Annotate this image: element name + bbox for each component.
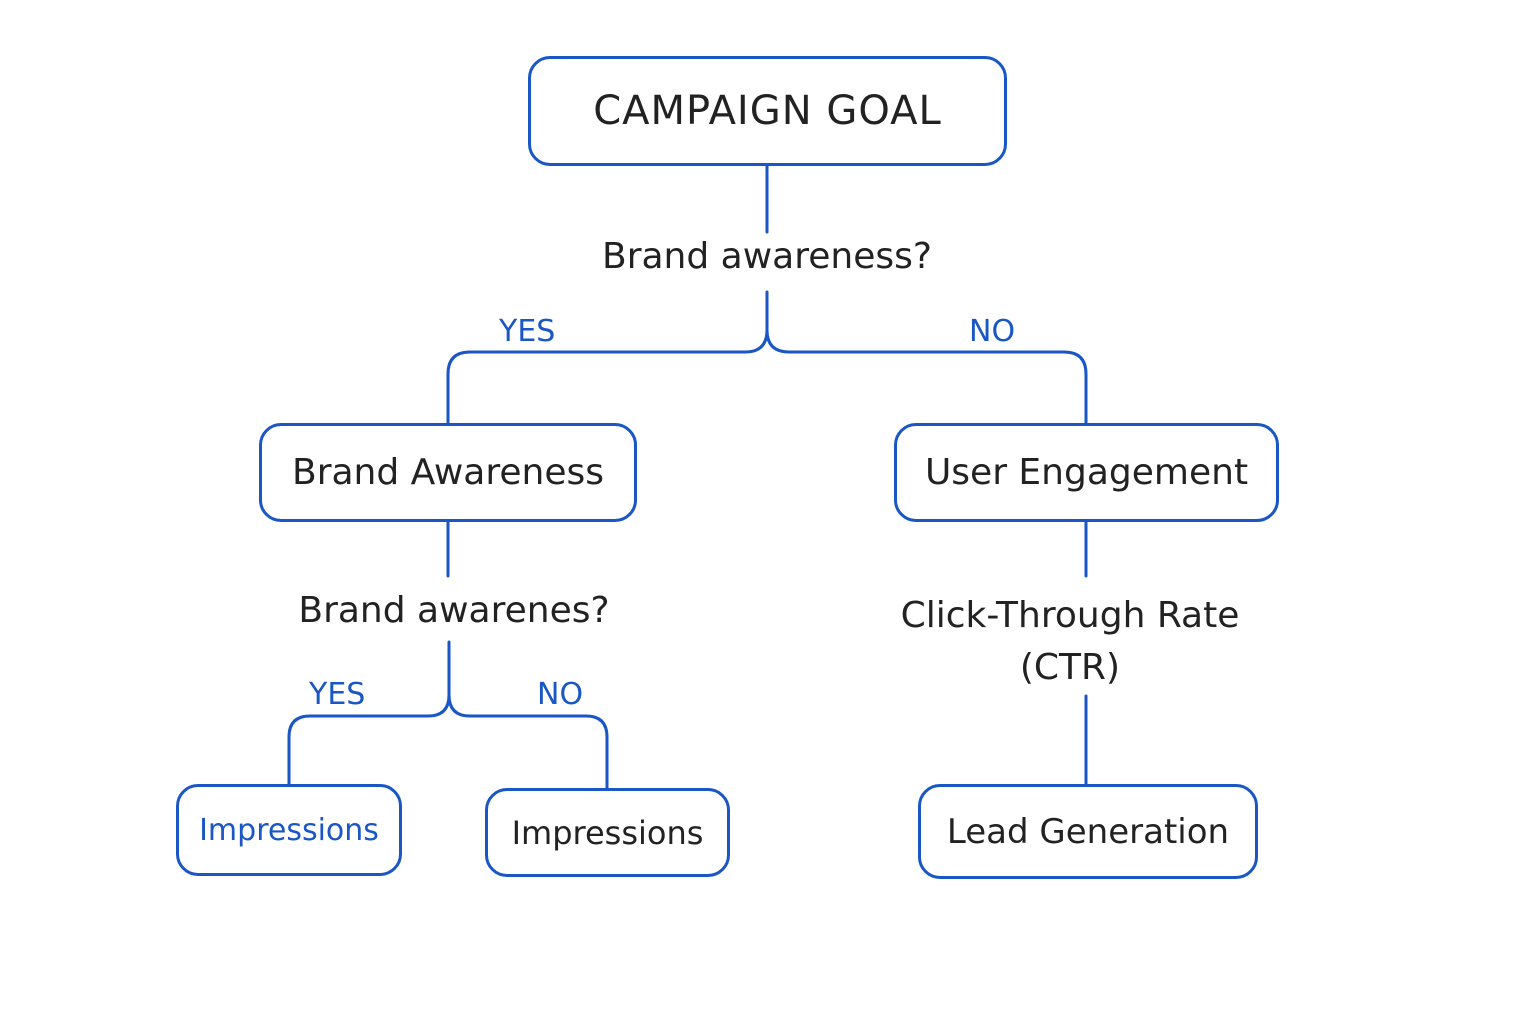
ctr-metric-line1: Click-Through Rate [900, 595, 1240, 636]
left-no-label: NO [537, 677, 584, 712]
brand-awareness-node: Brand Awareness [259, 423, 637, 522]
impressions-no-leaf: Impressions [485, 788, 730, 877]
left-yes-label: YES [309, 677, 366, 712]
left-no-connector [447, 693, 609, 790]
brand-awareness-label: Brand Awareness [292, 452, 604, 493]
root-no-connector [765, 328, 1088, 426]
lead-generation-label: Lead Generation [946, 811, 1230, 852]
impressions-no-label: Impressions [511, 813, 704, 852]
campaign-goal-node: CAMPAIGN GOAL [528, 56, 1007, 166]
user-engagement-label: User Engagement [924, 452, 1249, 493]
left-question: Brand awarenes? [298, 590, 610, 631]
lead-generation-leaf: Lead Generation [918, 784, 1258, 879]
ctr-metric-line2: (CTR) [1019, 647, 1121, 688]
impressions-yes-label: Impressions [199, 812, 379, 848]
left-yes-connector [287, 640, 451, 786]
campaign-goal-label: CAMPAIGN GOAL [593, 88, 942, 134]
root-no-label: NO [969, 314, 1016, 349]
user-engagement-node: User Engagement [894, 423, 1279, 522]
root-question: Brand awareness? [602, 236, 932, 277]
impressions-yes-leaf: Impressions [176, 784, 402, 876]
root-yes-connector [446, 290, 769, 426]
root-yes-label: YES [499, 314, 556, 349]
ctr-metric: Click-Through Rate (CTR) [860, 590, 1280, 694]
